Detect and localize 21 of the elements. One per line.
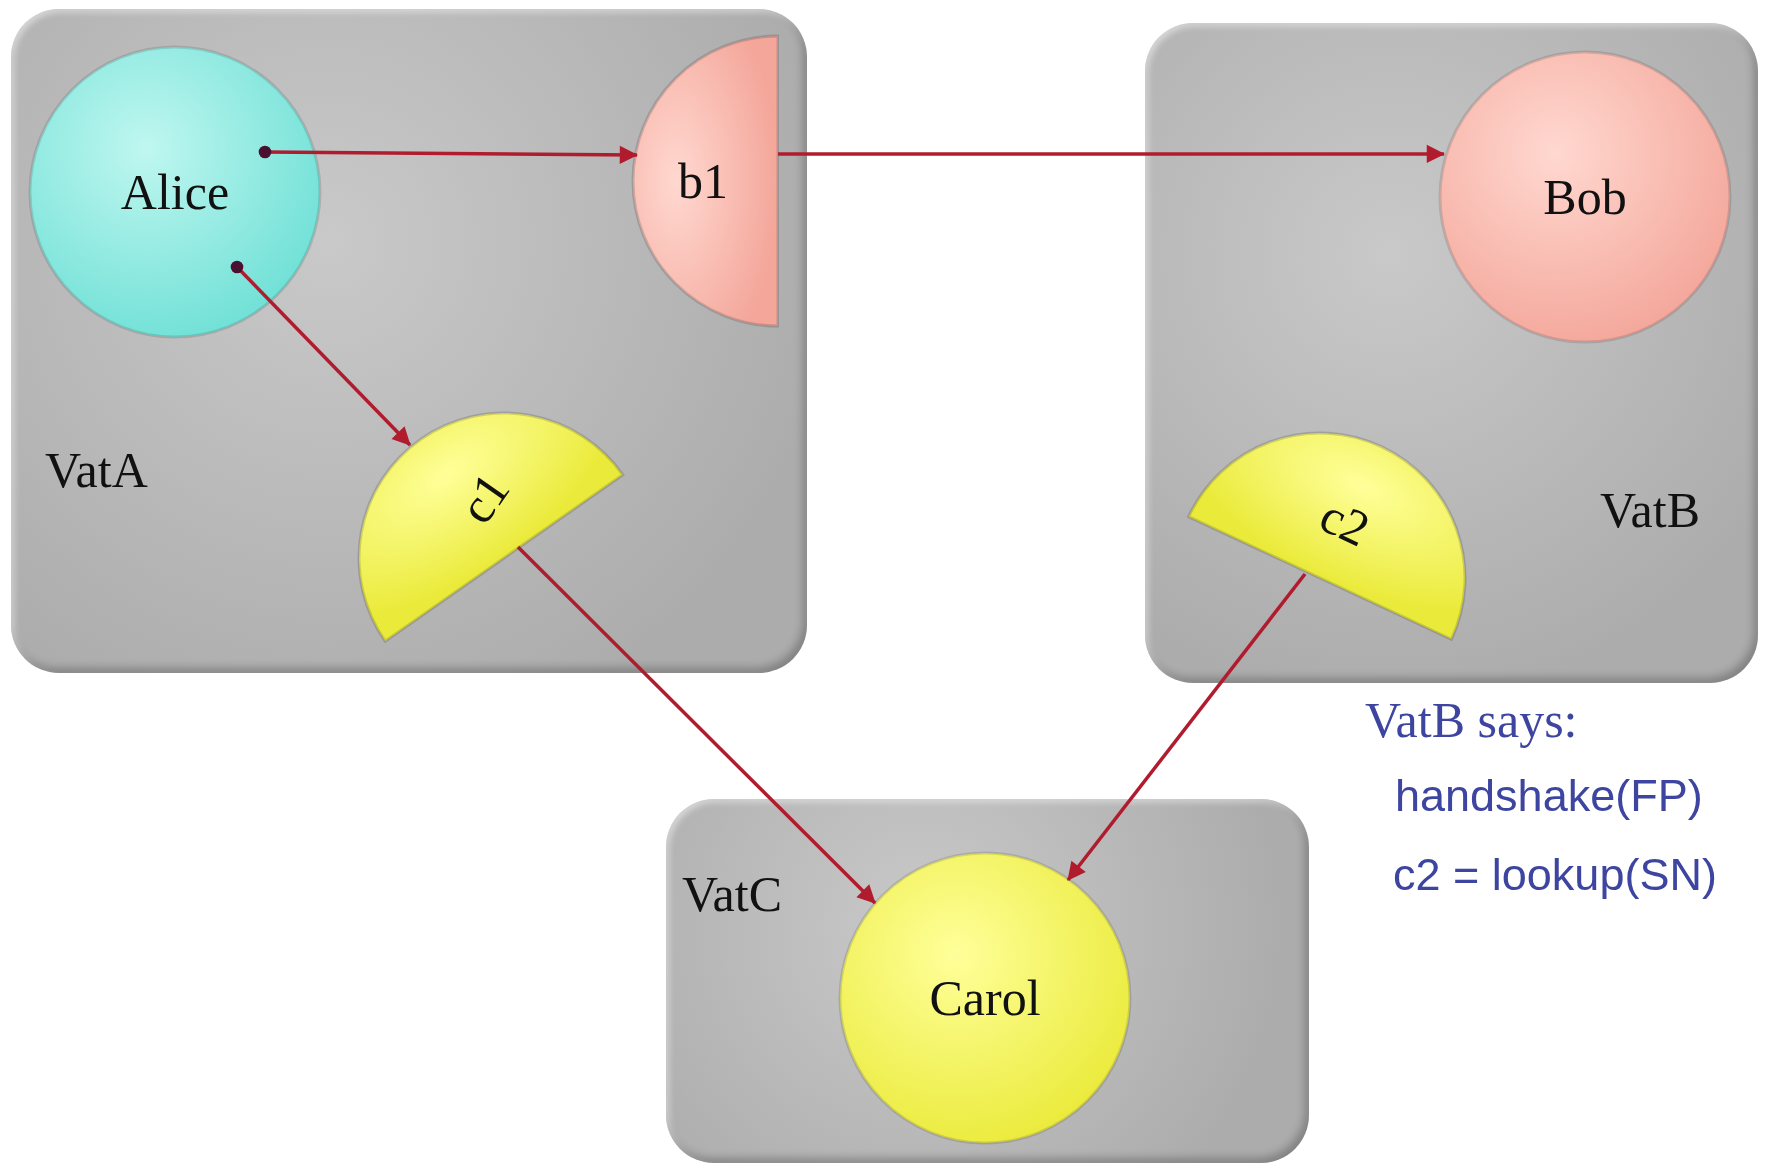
vat-label: VatA	[45, 445, 148, 495]
object-label: Bob	[1543, 172, 1627, 222]
arrow	[230, 260, 412, 447]
object-label: c2	[1313, 489, 1377, 555]
object-label: Alice	[120, 167, 230, 217]
note-text: c2 = lookup(SN)	[1393, 852, 1717, 897]
object-circle	[1438, 50, 1732, 344]
arrow	[1066, 572, 1307, 882]
object-label: c1	[450, 464, 518, 532]
object-label: b1	[678, 156, 728, 206]
note-text: handshake(FP)	[1395, 773, 1703, 818]
vat-container	[11, 9, 807, 673]
vat-label: VatC	[682, 869, 782, 919]
object-circle	[28, 45, 322, 339]
object-circle	[838, 851, 1132, 1145]
vat-container	[1145, 23, 1758, 683]
vat-container	[666, 799, 1309, 1163]
vat-label: VatB	[1600, 485, 1700, 535]
object-label: Carol	[929, 973, 1041, 1023]
arrow	[516, 545, 877, 905]
arrow	[778, 144, 1445, 164]
